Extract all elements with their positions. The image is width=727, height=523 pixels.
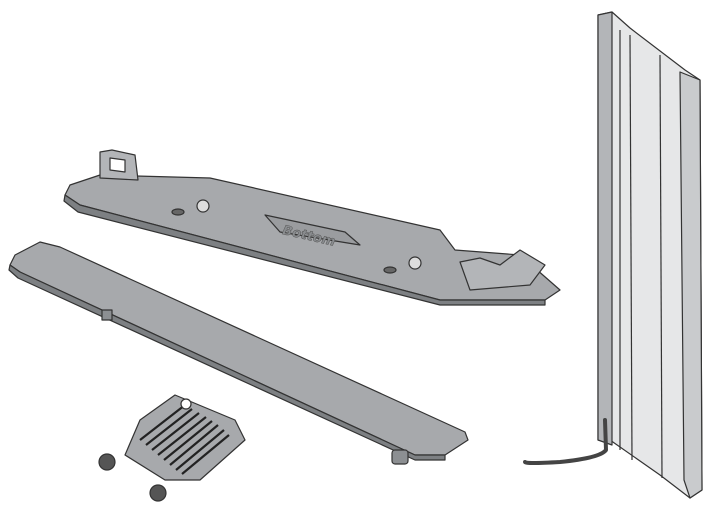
cover-strip <box>8 241 469 465</box>
base-plate: Bottom <box>63 149 561 306</box>
profile <box>523 11 703 499</box>
clip <box>98 394 246 502</box>
screw-icon <box>408 256 422 270</box>
screw-icon <box>196 199 210 213</box>
